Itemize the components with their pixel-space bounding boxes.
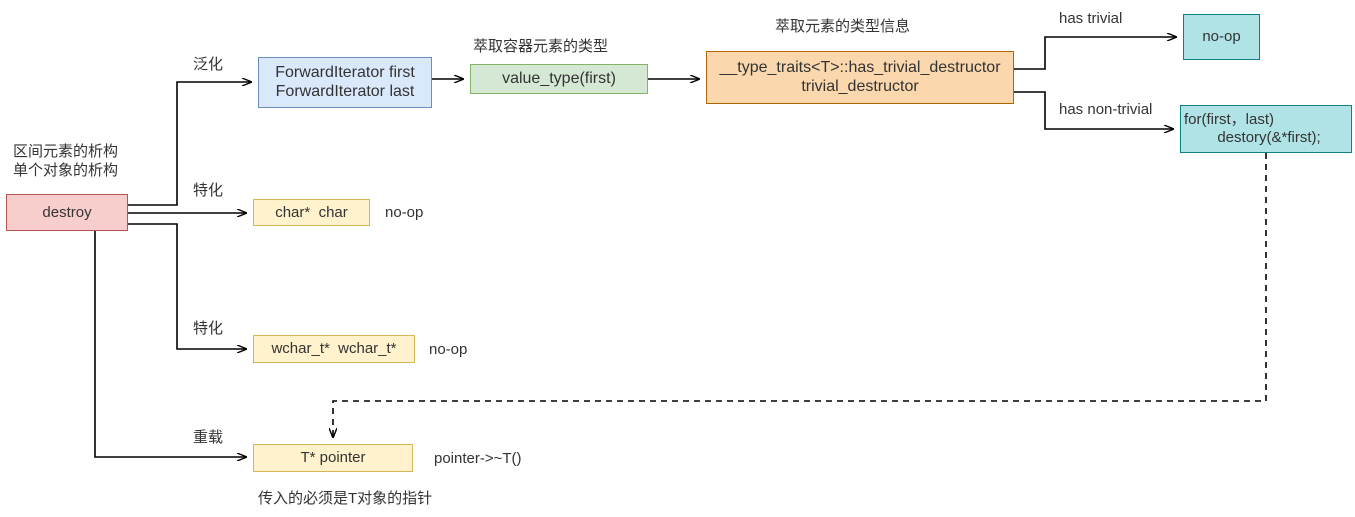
node-value-type-label: value_type(first): [502, 69, 616, 87]
node-type-traits-label: __type_traits<T>::has_trivial_destructor…: [719, 58, 1001, 95]
edge-label-generalize: 泛化: [193, 56, 224, 73]
note-wchar-no-op: no-op: [429, 341, 468, 358]
note-pointer-destructor: pointer->~T(): [434, 450, 522, 467]
edge-label-has-trivial: has trivial: [1059, 10, 1123, 27]
node-wchar-specialization[interactable]: wchar_t* wchar_t*: [253, 335, 415, 363]
node-t-pointer[interactable]: T* pointer: [253, 444, 413, 472]
node-for-loop-label: for(first，last) destory(&*first);: [1184, 111, 1321, 146]
node-forward-iterator[interactable]: ForwardIterator first ForwardIterator la…: [258, 57, 432, 108]
node-char-specialization[interactable]: char* char: [253, 199, 370, 226]
note-extract-container-element-type: 萃取容器元素的类型: [473, 38, 609, 55]
edge-typetraits-to-forloop: [1014, 91, 1173, 129]
edge-destroy-to-forwarditerator: [128, 82, 251, 206]
edge-label-has-non-trivial: has non-trivial: [1059, 101, 1153, 118]
edge-label-overload: 重载: [193, 429, 224, 446]
edge-label-specialize-wchar: 特化: [193, 320, 224, 337]
edge-destroy-to-tpointer: [94, 231, 246, 457]
note-destroy-description: 区间元素的析构 单个对象的析构: [13, 143, 119, 179]
node-for-loop[interactable]: for(first，last) destory(&*first);: [1180, 105, 1352, 153]
node-no-op-label: no-op: [1202, 28, 1241, 46]
note-extract-element-type-info: 萃取元素的类型信息: [775, 18, 911, 35]
edge-typetraits-to-noop: [1014, 37, 1176, 70]
node-char-specialization-label: char* char: [275, 203, 348, 221]
node-destroy-label: destroy: [42, 203, 92, 221]
node-forward-iterator-label: ForwardIterator first ForwardIterator la…: [275, 63, 415, 100]
edge-destroy-to-wchar: [128, 223, 246, 349]
note-bottom-requirement: 传入的必须是T对象的指针: [258, 490, 433, 507]
edge-label-specialize-char: 特化: [193, 182, 224, 199]
node-wchar-specialization-label: wchar_t* wchar_t*: [271, 340, 397, 358]
node-no-op[interactable]: no-op: [1183, 14, 1260, 60]
node-destroy[interactable]: destroy: [6, 194, 128, 231]
node-value-type[interactable]: value_type(first): [470, 64, 648, 94]
note-char-no-op: no-op: [385, 204, 424, 221]
node-type-traits[interactable]: __type_traits<T>::has_trivial_destructor…: [706, 51, 1014, 104]
edge-forloop-to-tpointer-dashed: [333, 153, 1267, 437]
node-t-pointer-label: T* pointer: [300, 449, 366, 467]
